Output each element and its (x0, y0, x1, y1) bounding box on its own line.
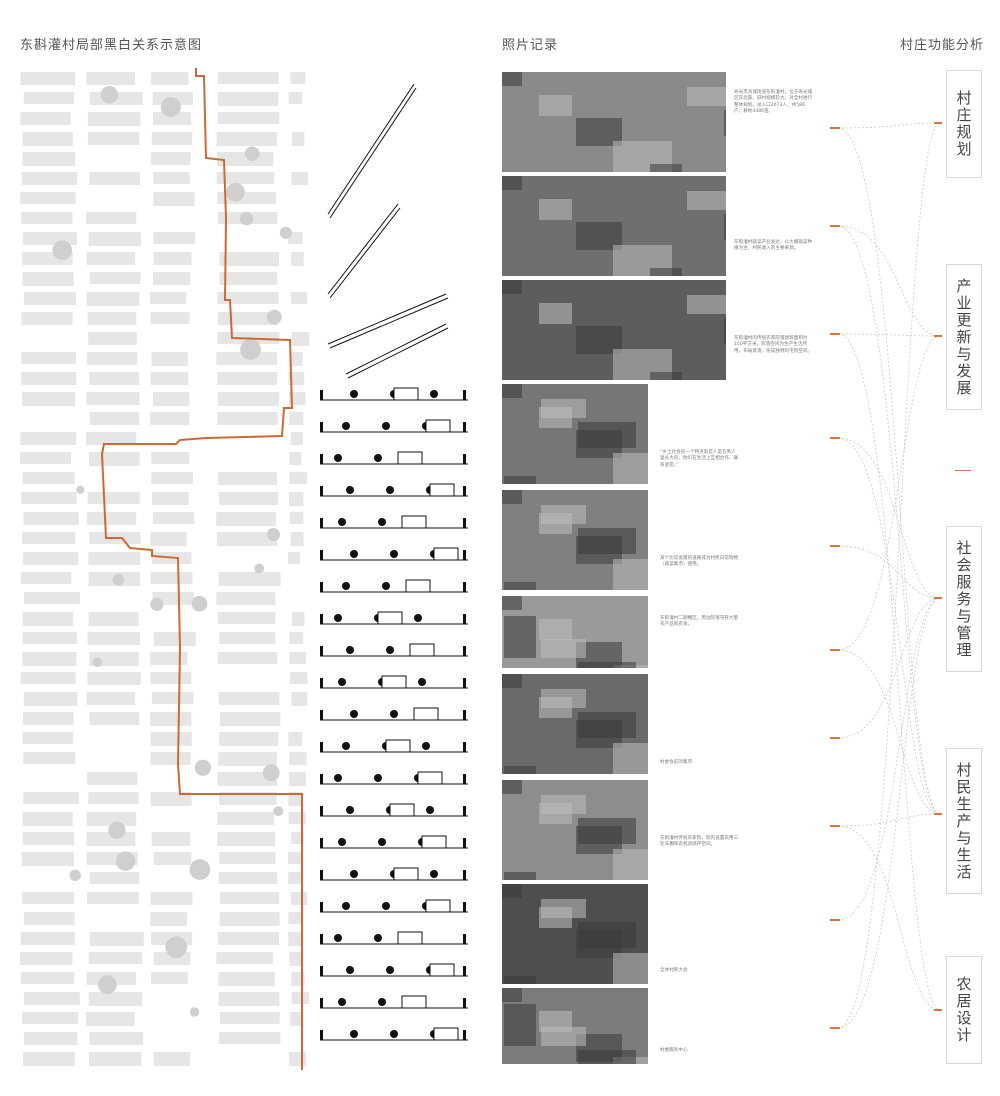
photo-image (502, 988, 648, 1064)
function-box-industry[interactable]: 产业更新与发展 (946, 264, 982, 410)
photo-image (502, 72, 726, 172)
dashed-links (837, 122, 941, 1029)
village-map (20, 68, 310, 1070)
function-label: 村民生产与生活 (954, 761, 973, 881)
tree-clusters (52, 86, 292, 1017)
photo-caption: 村委会前的集市 (660, 760, 693, 765)
photos-title: 照片记录 (502, 38, 559, 53)
photo-1 (502, 72, 726, 172)
functions-title: 村庄功能分析 (900, 38, 985, 53)
photo-image (502, 490, 648, 590)
function-box-village-planning[interactable]: 村庄规划 (946, 70, 982, 178)
photo-image (502, 176, 726, 276)
function-box-housing[interactable]: 农居设计 (946, 956, 982, 1064)
photo-image (502, 780, 648, 880)
photo-caption: 全体村民大会 (660, 968, 688, 973)
function-label: 农居设计 (954, 976, 973, 1044)
street-sections (320, 84, 468, 1041)
photo-caption: 东斟灌村二期棚区，周边院落屯存大量农产品和农资。 (660, 616, 739, 628)
accent-ticks (830, 122, 942, 1029)
photo-6 (502, 596, 648, 668)
photo-caption: 东斟灌村传统农家院，院内设置农用三轮车棚和农机具储存空间。 (660, 836, 739, 848)
building-blocks (20, 72, 310, 1066)
village-boundary (100, 68, 303, 1070)
photo-2 (502, 176, 726, 276)
photo-caption: 某个比较宽敞的道路成为村民日常购物（蔬菜集市）使用。 (660, 556, 739, 568)
photo-9 (502, 884, 648, 984)
function-box-living[interactable]: 村民生产与生活 (946, 748, 982, 894)
map-title: 东斟灌村局部黑白关系示意图 (20, 38, 203, 53)
function-label: 社会服务与管理 (954, 539, 973, 659)
photo-caption: 村委服务中心 (660, 1048, 688, 1053)
section-drawings (320, 84, 468, 1041)
function-label: 产业更新与发展 (954, 277, 973, 397)
photo-caption: “乡土社会的一个特点就是人是在熟人里长大的，他们在生活上互相合作、联系紧密。” (660, 450, 739, 468)
photo-image (502, 674, 648, 774)
photo-8 (502, 780, 648, 880)
photo-7 (502, 674, 648, 774)
photo-caption: 东斟灌村蔬菜产业发达，以大棚蔬菜种植为主，村民收入的主要来源。 (734, 240, 813, 252)
photo-caption: 东斟灌村的传统农家院落建筑面积约150平方米，院落空间为生产生活所用，布局紧凑，… (734, 336, 813, 354)
function-box-social-service[interactable]: 社会服务与管理 (946, 526, 982, 672)
photo-3 (502, 280, 726, 380)
photo-5 (502, 490, 648, 590)
photo-caption: 寿光市洛城街道东斟灌村，位于寿光城区东北部，旧村规模较大，对全村进行整体规划。总… (734, 90, 813, 115)
photo-image (502, 384, 648, 484)
photo-4 (502, 384, 648, 484)
function-label: 村庄规划 (954, 90, 973, 158)
separator-mark (955, 470, 971, 471)
photo-image (502, 280, 726, 380)
photo-image (502, 884, 648, 984)
photo-image (502, 596, 648, 668)
photo-10 (502, 988, 648, 1064)
